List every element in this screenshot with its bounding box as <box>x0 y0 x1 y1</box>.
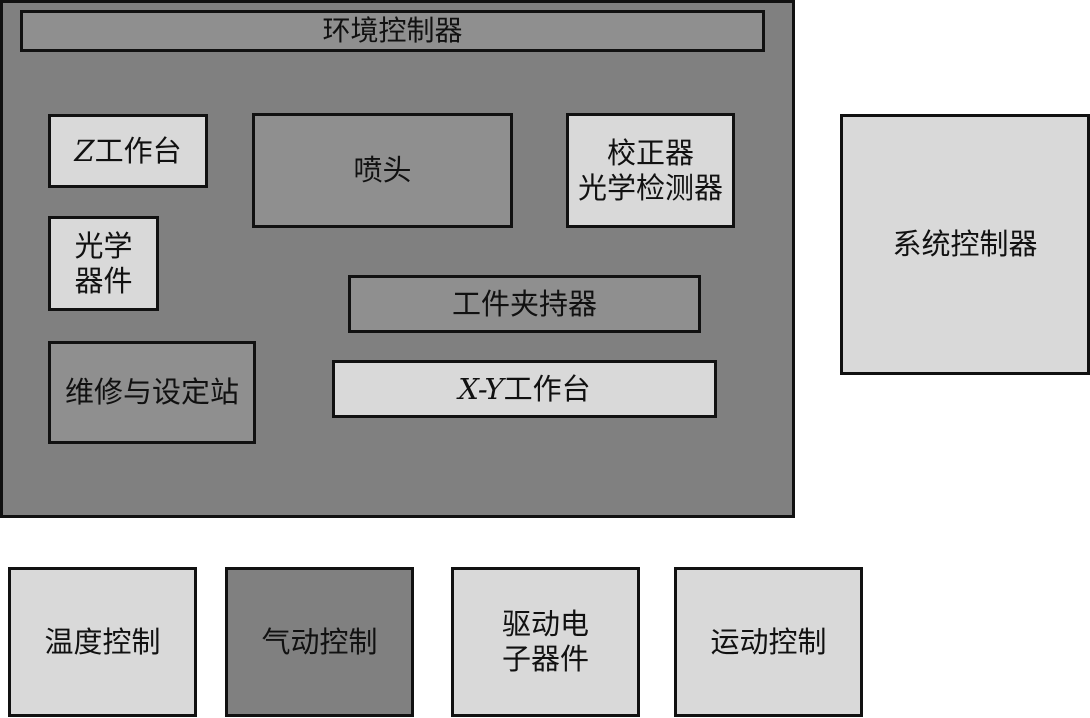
xy-stage-box: X-Y工作台 <box>332 360 717 418</box>
calibrator-optical-detector-label: 校正器 光学检测器 <box>577 135 723 205</box>
temperature-control-box: 温度控制 <box>8 567 197 717</box>
maintenance-station-box: 维修与设定站 <box>48 341 256 444</box>
xy-stage-label: X-Y工作台 <box>458 372 590 407</box>
workpiece-gripper-box: 工件夹持器 <box>348 275 701 333</box>
temperature-control-label: 温度控制 <box>44 624 161 659</box>
xy-stage-text: 工作台 <box>503 371 591 406</box>
motion-control-box: 运动控制 <box>674 567 863 717</box>
pneumatic-control-label: 气动控制 <box>261 624 378 659</box>
z-stage-axis: Z <box>74 133 95 168</box>
system-controller-label: 系统控制器 <box>892 227 1038 262</box>
drive-electronics-label: 驱动电 子器件 <box>501 607 589 676</box>
nozzle-box: 喷头 <box>252 113 513 228</box>
drive-electronics-box: 驱动电 子器件 <box>451 567 640 717</box>
pneumatic-control-box: 气动控制 <box>225 567 414 717</box>
optics-label: 光学 器件 <box>74 228 133 298</box>
environment-controller-title-box: 环境控制器 <box>20 10 765 52</box>
calibrator-optical-detector-box: 校正器 光学检测器 <box>566 113 735 228</box>
z-stage-box: Z工作台 <box>48 114 208 188</box>
motion-control-label: 运动控制 <box>710 624 827 659</box>
environment-controller-title: 环境控制器 <box>322 14 463 48</box>
workpiece-gripper-label: 工件夹持器 <box>451 286 597 321</box>
z-stage-text: 工作台 <box>94 133 182 168</box>
system-controller-box: 系统控制器 <box>840 114 1090 375</box>
nozzle-label: 喷头 <box>353 153 412 188</box>
optics-box: 光学 器件 <box>48 216 159 311</box>
z-stage-label: Z工作台 <box>74 134 181 169</box>
xy-stage-axis: X-Y <box>458 371 504 406</box>
maintenance-station-label: 维修与设定站 <box>64 375 239 410</box>
